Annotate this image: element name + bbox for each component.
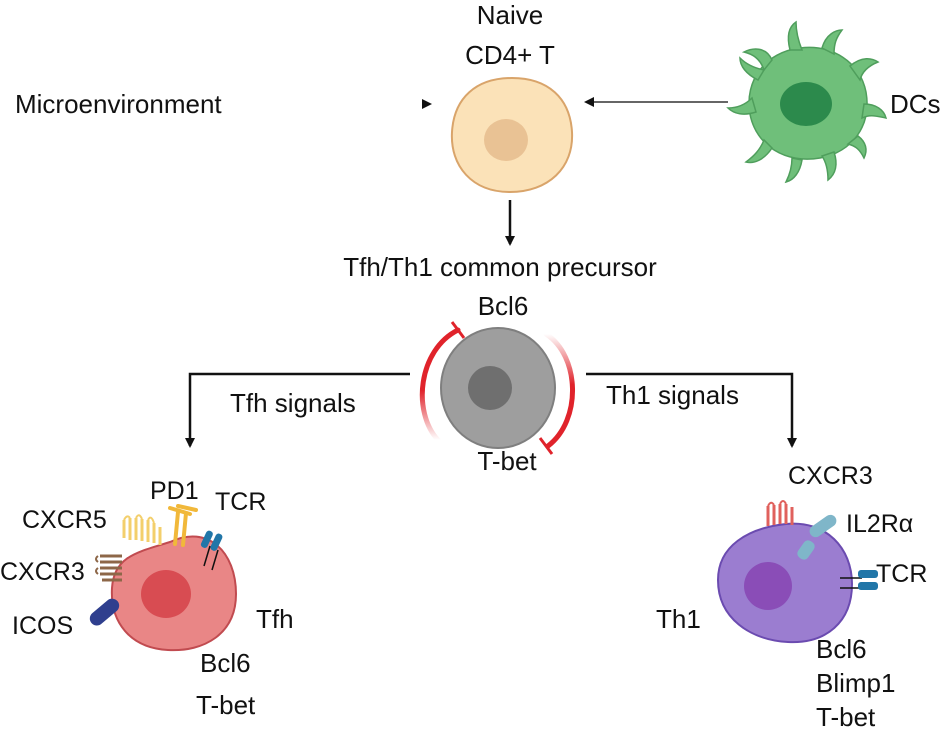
precursor-tbet-label: T-bet — [477, 446, 537, 476]
th1-tcr-label: TCR — [876, 560, 927, 588]
th1-tbet-label: T-bet — [816, 702, 876, 732]
microenvironment-label: Microenvironment — [15, 89, 222, 119]
th1-cell — [716, 522, 854, 644]
tfh-tbet-label: T-bet — [196, 690, 256, 720]
cxcr5-receptor-icon — [122, 514, 162, 545]
tfh-pd1-label: PD1 — [150, 477, 199, 505]
th1-il2ra-label: IL2Rα — [846, 510, 913, 538]
precursor-bcl6-label: Bcl6 — [478, 291, 529, 321]
th1-cell-label: Th1 — [656, 604, 701, 634]
precursor-title: Tfh/Th1 common precursor — [343, 252, 657, 282]
icos-receptor-icon — [89, 598, 120, 626]
th1-signals-label: Th1 signals — [606, 380, 739, 410]
th1-cxcr3-label: CXCR3 — [788, 462, 873, 490]
th1-bcl6-label: Bcl6 — [816, 634, 867, 664]
tfh-cxcr3-label: CXCR3 — [0, 558, 85, 586]
tfh-tcr-label: TCR — [215, 488, 266, 516]
tfh-cxcr5-label: CXCR5 — [22, 506, 107, 534]
cxcr3-tfh-receptor-icon — [95, 554, 122, 582]
il2ra-receptor-icon — [797, 514, 837, 560]
tfh-tcr-receptor-icon — [200, 530, 223, 571]
bcl6-tbet-mutual-inhibition — [419, 321, 575, 455]
naive-label-line2: CD4+ T — [465, 40, 555, 70]
tfh-cell-label: Tfh — [256, 604, 294, 634]
tfh-signals-label: Tfh signals — [230, 388, 356, 418]
cxcr3-th1-receptor-icon — [766, 500, 794, 526]
naive-label-line1: Naive — [477, 0, 543, 30]
pd1-receptor-icon — [168, 504, 198, 547]
dendritic-cell — [726, 20, 888, 184]
tfh-icos-label: ICOS — [12, 612, 73, 640]
tfh-signals-arrow — [185, 372, 410, 448]
tfh-bcl6-label: Bcl6 — [200, 648, 251, 678]
tfh-th1-precursor-cell — [440, 327, 556, 449]
naive-cd4-t-cell — [450, 76, 574, 194]
dcs-label: DCs — [890, 89, 941, 119]
th1-blimp1-label: Blimp1 — [816, 668, 895, 698]
th1-signals-arrow — [586, 372, 797, 448]
th1-tcr-receptor-icon — [840, 570, 878, 590]
